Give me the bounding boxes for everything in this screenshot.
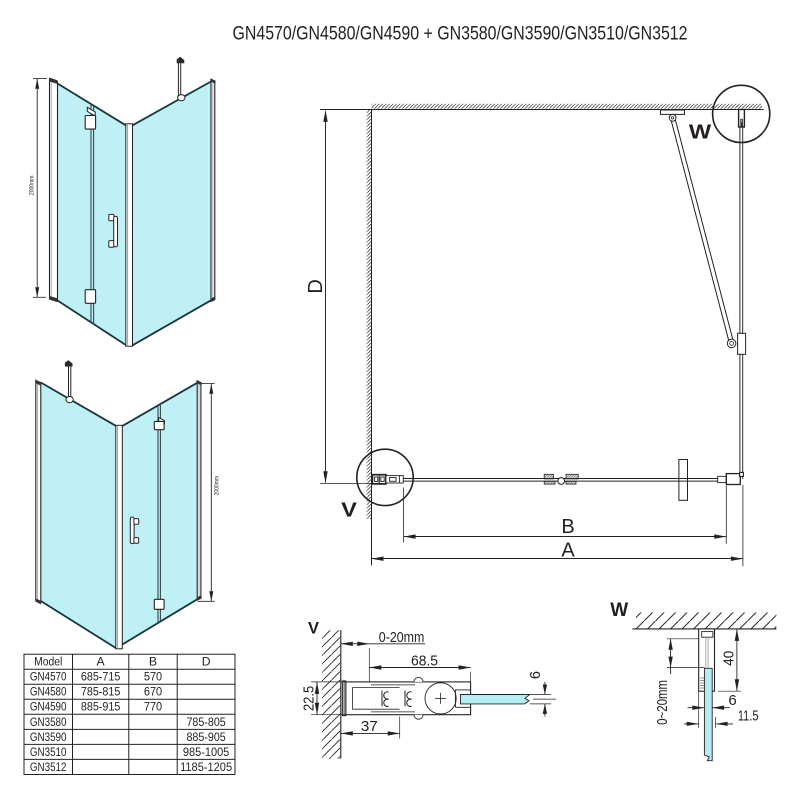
svg-text:1185-1205: 1185-1205 <box>180 760 232 774</box>
svg-text:6: 6 <box>528 671 544 679</box>
svg-text:770: 770 <box>144 700 162 714</box>
svg-text:GN4580: GN4580 <box>30 685 67 699</box>
svg-text:785-805: 785-805 <box>186 715 225 729</box>
svg-text:W: W <box>689 121 712 144</box>
svg-text:0~20mm: 0~20mm <box>654 680 671 725</box>
svg-text:670: 670 <box>144 685 162 699</box>
svg-text:GN3512: GN3512 <box>30 760 67 774</box>
svg-text:D: D <box>305 279 327 293</box>
svg-text:A: A <box>97 655 106 669</box>
svg-text:B: B <box>149 655 157 669</box>
svg-text:W: W <box>610 600 628 621</box>
svg-text:68.5: 68.5 <box>411 653 438 669</box>
svg-text:40: 40 <box>720 651 737 666</box>
svg-text:6: 6 <box>728 692 736 709</box>
svg-text:V: V <box>341 499 358 521</box>
svg-text:GN4570/GN4580/GN4590 + GN3580/: GN4570/GN4580/GN4590 + GN3580/GN3590/GN3… <box>233 24 688 45</box>
svg-text:GN4590: GN4590 <box>30 700 67 714</box>
svg-text:A: A <box>561 539 575 561</box>
svg-text:2000mm: 2000mm <box>29 176 36 196</box>
svg-text:V: V <box>308 620 319 638</box>
svg-text:GN3580: GN3580 <box>30 715 67 729</box>
svg-text:570: 570 <box>144 670 162 684</box>
svg-text:B: B <box>561 516 574 538</box>
svg-text:GN3510: GN3510 <box>30 745 67 759</box>
svg-text:0-20mm: 0-20mm <box>379 630 425 646</box>
svg-text:685-715: 685-715 <box>81 670 121 684</box>
svg-text:785-815: 785-815 <box>81 685 121 699</box>
svg-text:GN4570: GN4570 <box>30 670 67 684</box>
svg-text:11.5: 11.5 <box>738 707 759 724</box>
svg-text:22.5: 22.5 <box>301 686 317 711</box>
svg-text:885-905: 885-905 <box>186 730 225 744</box>
svg-text:37: 37 <box>361 719 378 735</box>
svg-text:GN3590: GN3590 <box>30 730 67 744</box>
svg-text:D: D <box>202 655 211 669</box>
svg-text:885-915: 885-915 <box>81 700 121 714</box>
svg-text:Model: Model <box>34 655 62 669</box>
svg-text:2000mm: 2000mm <box>213 476 220 496</box>
svg-text:985-1005: 985-1005 <box>183 745 230 759</box>
